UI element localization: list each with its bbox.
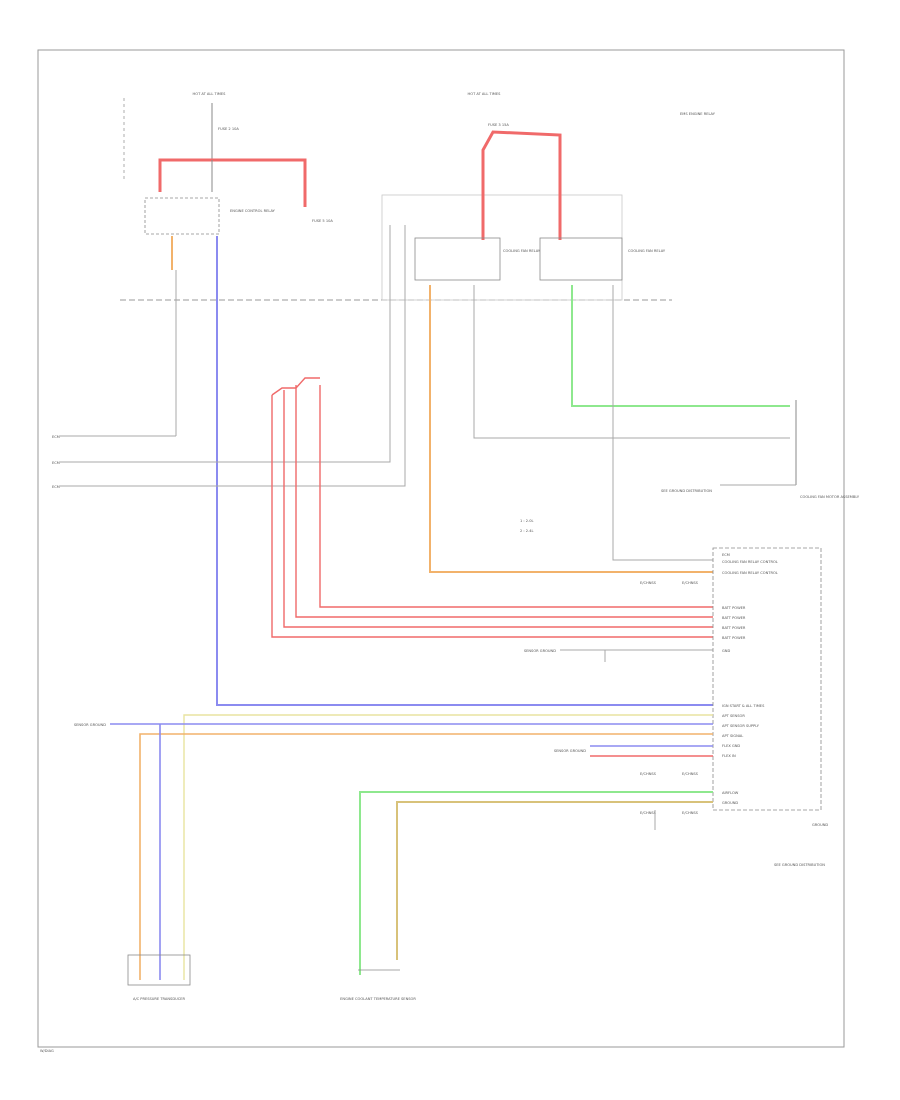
ecm-pin-3: BATT POWER [722,606,746,610]
fuse-a-label: FUSE 2 10A [218,127,239,131]
wire-red-batt-top [271,377,320,396]
sensor-bl-label: A/C PRESSURE TRANSDUCER [133,997,186,1001]
ecm-title: ECM [722,553,730,557]
ecm-pin-4: BATT POWER [722,616,746,620]
conn-e: E/CHNSS [640,811,657,815]
ecm-pin-8: IGN START & ALL TIMES [722,704,765,708]
ground-right-note: SEE GROUND DISTRIBUTION [774,863,825,867]
left-w3: ECM [52,485,60,489]
relay-c1-label: COOLING FAN RELAY [503,249,541,253]
legend-1: 1 : 2.0L [520,519,534,523]
left-w2: ECM [52,461,60,465]
footer-label: W/DIAG [40,1049,54,1053]
left-w1: ECM [52,435,60,439]
wire-red-top-left [158,158,307,207]
cooling-fan-relay-1 [414,237,501,281]
cooling-fan-relay-2 [539,237,623,281]
wire-red-batt-4 [271,395,713,638]
sensor-left2-label: SENSOR GROUND [554,749,586,753]
engine-control-relay [144,197,220,235]
ground-note-label: SEE GROUND DISTRIBUTION [661,489,712,493]
conn-d: E/CHNSS [682,772,699,776]
fuse-top-left-label: HOT AT ALL TIMES [193,92,227,96]
ecm-pin-12: FLEX GND [722,744,740,748]
wire-yellow-1 [183,714,713,980]
relay-main-label: ENGINE CONTROL RELAY [230,209,276,213]
ecm-pin-15: GROUND [722,801,738,805]
conn-b: E/CHNSS [682,581,699,585]
ecm-pin-7: GND [722,649,730,653]
conn-f: E/CHNSS [682,811,699,815]
relay-small-label: FUSE 5 10A [312,219,333,223]
wire-red-batt-2 [295,385,713,618]
wire-green-lower [359,791,713,975]
fuse-top-mid-label: HOT AT ALL TIMES [468,92,502,96]
ecm-pin-13: FLEX IN [722,754,736,758]
relay-box-mid [381,194,623,301]
wire-gray-left-2 [60,225,391,463]
diagram-frame [37,49,845,1048]
fuse-b-label: FUSE 3 15A [488,123,509,127]
wire-blue-long [216,236,713,706]
wire-orange-ecm [429,285,713,573]
conn-a: E/CHNSS [640,581,657,585]
wire-gray-relay2-ecm [612,285,713,561]
sensor-left-label: SENSOR GROUND [524,649,556,653]
ecm-box [712,547,822,811]
conn-c: E/CHNSS [640,772,657,776]
wire-green-fan [571,285,790,407]
ecm-pin-6: BATT POWER [722,636,746,640]
ecm-pin-10: APT SENSOR SUPPLY [722,724,760,728]
wire-red-top-mid [481,130,562,240]
wire-orange-sensor [139,733,713,980]
ecm-pin-1: COOLING FAN RELAY CONTROL [722,560,778,564]
ground-right: GROUND [812,823,828,827]
relay-c2-label: COOLING FAN RELAY [628,249,666,253]
ecm-pin-5: BATT POWER [722,626,746,630]
wire-tan-lower [396,801,713,960]
wire-red-batt-3 [283,390,713,628]
wire-red-batt-1 [319,385,713,608]
wire-gray-left-3 [60,225,406,487]
ecm-pin-9: APT SENSOR [722,714,745,718]
fan-motor-label: COOLING FAN MOTOR ASSEMBLY [800,495,860,499]
ecm-pin-11: APT SIGNAL [722,734,743,738]
legend-2: 2 : 2.4L [520,529,534,533]
ecm-pin-2: COOLING FAN RELAY CONTROL [722,571,778,575]
sensor-bm-label: ENGINE COOLANT TEMPERATURE SENSOR [340,997,416,1001]
wire-gray-fan [473,285,790,439]
ecm-pin-14: AIRFLOW [722,791,739,795]
ac-pressure-sensor [127,954,191,986]
sensor-left-edge-label: SENSOR GROUND [74,723,106,727]
note-top-right: EMS ENGINE RELAY [680,112,716,116]
